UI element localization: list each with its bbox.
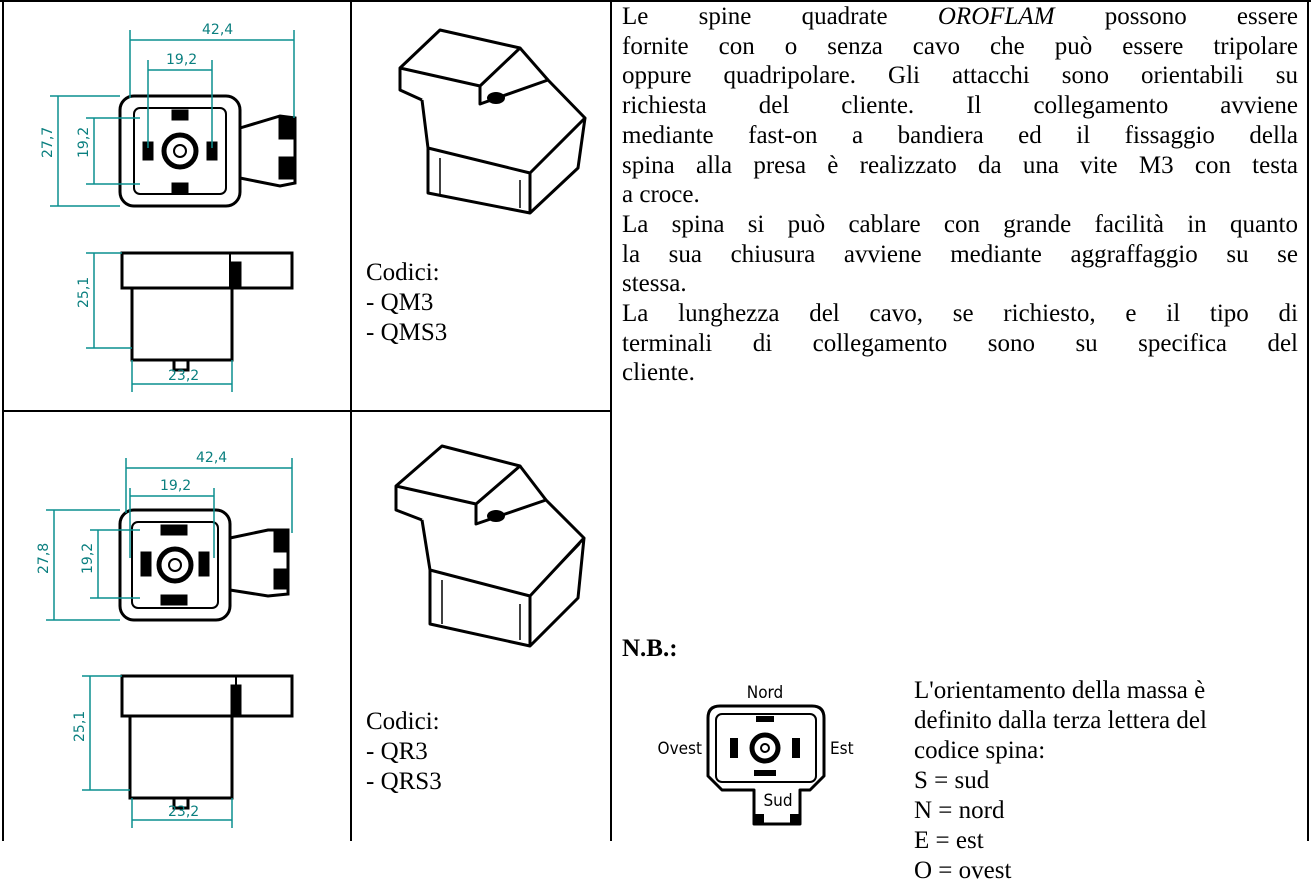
code-item: - QM3 (366, 289, 434, 316)
legend-line: codice spina: (914, 737, 1046, 764)
legend-line: O = ovest (914, 857, 1012, 884)
table-border-left (2, 0, 4, 841)
legend-line: N = nord (914, 797, 1005, 824)
dim-height-inner: 19,2 (76, 127, 92, 158)
label-south: Sud (763, 791, 792, 811)
description-text: Le spine quadrate OROFLAM possono essere… (622, 2, 1298, 388)
dim-width-total: 42,4 (202, 22, 233, 38)
codes-block-qr: Codici: - QR3 - QRS3 (366, 707, 442, 797)
codes-title: Codici: (366, 708, 440, 735)
row-divider (2, 410, 612, 412)
text-line: La spina si può cablare con grande facil… (622, 210, 1298, 238)
dim-width-inner: 19,2 (160, 478, 191, 494)
code-item: - QR3 (366, 738, 428, 765)
dim-height-total: 27,7 (40, 127, 56, 158)
isometric-view-qr (394, 444, 586, 648)
column-divider-2 (610, 0, 612, 841)
text-line: terminali di collegamento sono su specif… (622, 329, 1298, 357)
legend-line: S = sud (914, 767, 990, 794)
table-border-top (0, 0, 1311, 2)
dim-height-total: 27,8 (36, 543, 52, 574)
orientation-legend: L'orientamento della massa è definito da… (914, 676, 1207, 886)
label-east: Est (830, 739, 854, 759)
text-line: cliente. (622, 359, 695, 387)
code-item: - QMS3 (366, 319, 448, 346)
text-line: mediante fast-on a bandiera ed il fissag… (622, 121, 1298, 149)
legend-line: definito dalla terza lettera del (914, 707, 1207, 734)
text-line: fornite con o senza cavo che può essere … (622, 32, 1298, 60)
text-line: a croce. (622, 181, 700, 209)
dim-side-width: 23,2 (168, 368, 199, 384)
table-border-right (1307, 0, 1309, 841)
codes-block-qm: Codici: - QM3 - QMS3 (366, 258, 447, 348)
dim-width-total: 42,4 (196, 450, 227, 466)
label-west: Ovest (658, 739, 702, 759)
column-divider-1 (350, 0, 352, 841)
dim-side-width: 23,2 (168, 804, 199, 820)
dim-width-inner: 19,2 (166, 52, 197, 68)
legend-line: L'orientamento della massa è (914, 677, 1206, 704)
text-line: spina alla presa è realizzato da una vit… (622, 151, 1298, 179)
dim-side-height: 25,1 (76, 277, 92, 308)
dim-side-height: 25,1 (72, 711, 88, 742)
label-north: Nord (747, 683, 784, 703)
brand-name: OROFLAM (937, 3, 1055, 30)
text-line: Le spine quadrate OROFLAM possono essere (622, 3, 1299, 30)
drawing-qr-dimensions: 42,4 19,2 27,8 19,2 25,1 23,2 (36, 450, 294, 828)
legend-line: E = est (914, 827, 984, 854)
codes-title: Codici: (366, 259, 440, 286)
text-line: richiesta del cliente. Il collegamento a… (622, 92, 1298, 120)
dim-height-inner: 19,2 (80, 543, 96, 574)
paragraph-1: Le spine quadrate OROFLAM possono essere… (622, 2, 1298, 210)
paragraph-2: La spina si può cablare con grande facil… (622, 210, 1298, 299)
text-line: La lunghezza del cavo, se richiesto, e i… (622, 300, 1298, 328)
isometric-view-qm (398, 28, 587, 215)
code-item: - QRS3 (366, 768, 442, 795)
text-line: la sua chiusura avviene mediante aggraff… (622, 240, 1298, 268)
orientation-diagram: Nord Ovest Est Sud (658, 683, 854, 826)
nb-label: N.B.: (622, 635, 678, 662)
text-line: stessa. (622, 270, 687, 298)
paragraph-3: La lunghezza del cavo, se richiesto, e i… (622, 299, 1298, 388)
drawing-qm-dimensions: 42,4 19,2 27,7 19,2 25,1 23,2 (40, 22, 297, 392)
text-line: oppure quadripolare. Gli attacchi sono o… (622, 62, 1298, 90)
